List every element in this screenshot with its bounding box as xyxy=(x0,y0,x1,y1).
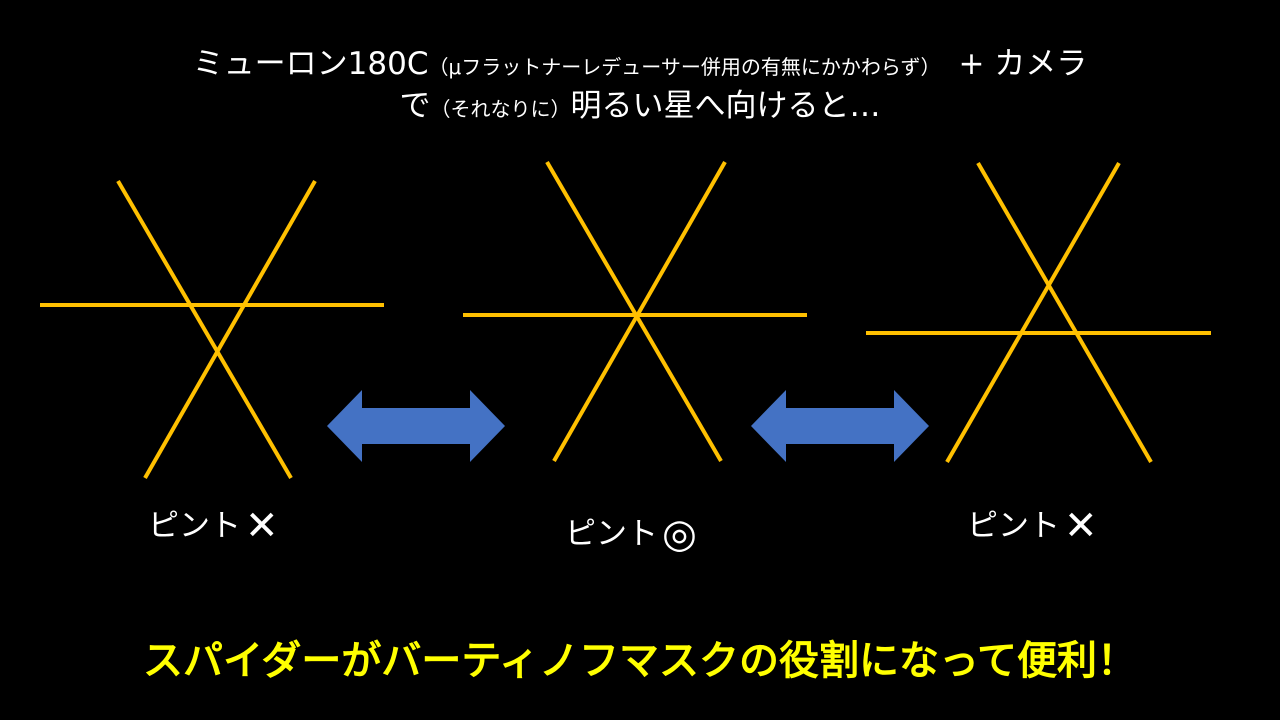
focus-label-text: ピント xyxy=(148,508,241,544)
spike-pattern-right xyxy=(866,161,1211,464)
spike-line xyxy=(116,179,293,480)
double-circle-icon: ◎ xyxy=(662,511,697,557)
focus-label-right: ピント✕ xyxy=(967,500,1098,549)
spike-pattern-center xyxy=(463,160,807,463)
conclusion-text: スパイダーがバーティノフマスクの役割になって便利！ xyxy=(143,638,1137,684)
title-tail: + カメラ xyxy=(958,46,1088,82)
title-prefix: で xyxy=(399,88,431,124)
title-line-2: で（それなりに）明るい星へ向けると… xyxy=(0,80,1280,125)
focus-label-text: ピント xyxy=(565,516,658,552)
spike-line xyxy=(545,160,723,463)
focus-label-text: ピント xyxy=(967,508,1060,544)
title-main-2: 明るい星へ向けると… xyxy=(570,88,881,124)
spike-line xyxy=(143,180,317,479)
spike-pattern-left xyxy=(40,179,384,480)
spike-line xyxy=(552,161,727,462)
title-line-1: ミューロン180C（μフラットナーレデューサー併用の有無にかかわらず） + カメラ xyxy=(0,38,1280,83)
spike-line xyxy=(976,161,1153,464)
double-arrow-icon xyxy=(327,390,505,462)
cross-mark-icon: ✕ xyxy=(1064,503,1098,549)
title-note: （μフラットナーレデューサー併用の有無にかかわらず） xyxy=(428,55,941,79)
focus-label-left: ピント✕ xyxy=(148,500,279,549)
spike-line xyxy=(945,162,1121,463)
title-main: ミューロン180C xyxy=(192,46,429,82)
focus-label-center: ピント◎ xyxy=(565,508,697,557)
title-note-2: （それなりに） xyxy=(430,97,571,121)
double-arrow-icon xyxy=(751,390,929,462)
cross-mark-icon: ✕ xyxy=(245,503,279,549)
